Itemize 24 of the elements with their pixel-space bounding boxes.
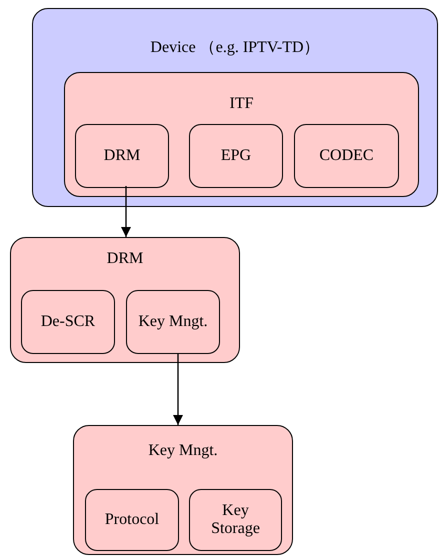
component-label: Key Mngt. <box>137 313 209 331</box>
group-box <box>64 72 419 197</box>
component-box <box>85 489 179 551</box>
group-box <box>32 8 438 207</box>
component-label: CODEC <box>318 147 375 165</box>
component-label: Key Storage <box>210 502 261 538</box>
component-label: EPG <box>220 147 252 165</box>
component-box <box>294 124 399 188</box>
component-box <box>189 489 282 551</box>
component-box <box>189 124 283 188</box>
group-title: ITF <box>228 95 254 113</box>
group-title: Key Mngt. <box>147 442 219 460</box>
arrow <box>173 353 183 425</box>
group-box <box>10 237 240 363</box>
component-label: Protocol <box>104 511 160 529</box>
component-label: DRM <box>102 147 142 165</box>
group-box <box>73 425 293 555</box>
component-box <box>21 290 115 354</box>
component-label: De-SCR <box>40 313 96 331</box>
group-title: Device （e.g. IPTV-TD） <box>149 39 321 57</box>
group-title: DRM <box>106 250 144 268</box>
component-box <box>126 290 220 354</box>
arrow <box>121 186 131 237</box>
component-box <box>75 124 169 188</box>
